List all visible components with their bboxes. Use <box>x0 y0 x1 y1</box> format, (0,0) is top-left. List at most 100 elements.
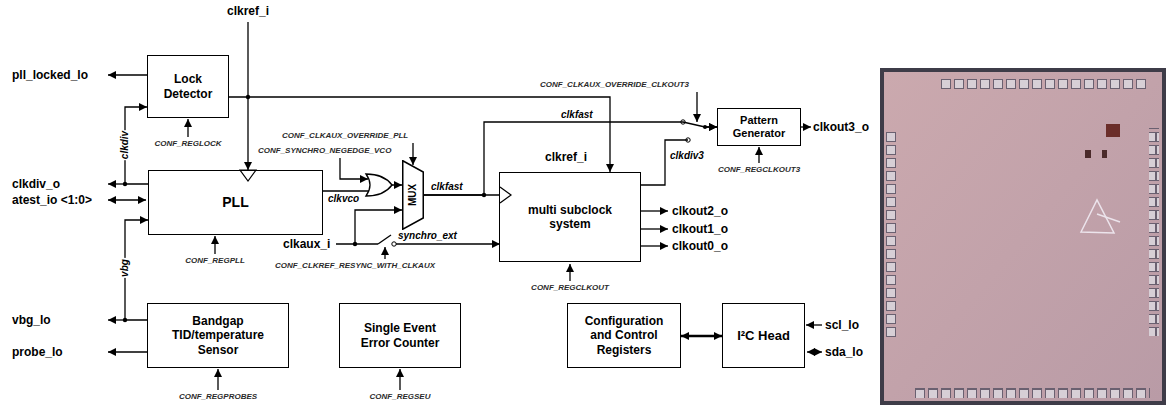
signal-wire <box>108 183 125 184</box>
signal-name: probe_lo <box>12 345 63 359</box>
config-arrow <box>214 236 215 254</box>
block-title: Bandgap TID/temperature Sensor <box>158 314 278 357</box>
config-register-name: CONF_REGCLKOUT3 <box>718 165 800 175</box>
connector-label: clkdiv <box>119 130 131 160</box>
config-arrow <box>758 147 759 163</box>
mux-symbol: MUX <box>402 160 424 230</box>
switch-lever <box>378 235 391 244</box>
signal-wire <box>355 210 402 244</box>
die-mark <box>1106 124 1120 137</box>
signal-connector <box>641 127 717 185</box>
pad-row <box>915 388 1150 398</box>
block-title: multi subclock system <box>510 203 630 232</box>
clock-input-symbol <box>240 170 256 181</box>
junction-dot <box>353 242 357 246</box>
interface-block: I²C Head <box>722 303 805 368</box>
signal-connector <box>424 122 717 195</box>
clock-system-block: multi subclock system <box>499 172 641 262</box>
signal-wire <box>108 199 146 200</box>
die-logo <box>1097 214 1120 222</box>
config-arrow <box>569 264 570 281</box>
connector-group <box>125 107 722 336</box>
connector-label: clkdiv3 <box>669 150 705 162</box>
connector-label: vbg <box>119 258 131 278</box>
signal-name: sda_lo <box>825 345 863 359</box>
signal-wire <box>396 243 500 244</box>
signal-wire <box>108 74 148 75</box>
wire-group <box>108 22 822 390</box>
block-title: PLL <box>222 194 248 211</box>
config-arrow <box>399 369 400 390</box>
die-mark <box>1085 150 1091 158</box>
config-arrow <box>384 247 385 259</box>
block-title: Single Event Error Counter <box>350 321 450 350</box>
config-arrow <box>412 143 413 165</box>
pll-block: PLL <box>148 170 323 235</box>
die-mark <box>1102 150 1107 158</box>
config-register-name: CONF_CLKREF_RESYNC_WITH_CLKAUX <box>275 261 435 271</box>
register-block: Configuration and Control Registers <box>567 303 681 368</box>
pad-row <box>941 79 1146 89</box>
die-surface <box>884 72 1162 401</box>
config-register-name: CONF_SYNCHRO_NEGEDGE_VCO <box>258 146 391 156</box>
counter-block: Single Event Error Counter <box>339 303 461 368</box>
mux-outline <box>403 161 424 230</box>
signal-wire <box>800 126 811 127</box>
switch-contact <box>392 242 396 246</box>
contact-group <box>392 120 690 246</box>
signal-connector <box>681 335 722 338</box>
connector-label: clkfast <box>430 181 464 193</box>
config-register-name: CONF_CLKAUX_OVERRIDE_PLL <box>282 131 408 141</box>
signal-wire <box>108 351 148 352</box>
signal-name: clkaux_i <box>283 237 330 251</box>
config-register-name: CONF_REGLOCK <box>154 139 221 149</box>
signal-name: pll_locked_lo <box>12 68 88 82</box>
config-register-name: CONF_REGPLL <box>185 256 245 266</box>
signal-connector <box>323 185 402 191</box>
config-arrow <box>696 92 697 122</box>
sensor-block: Bandgap TID/temperature Sensor <box>147 303 289 368</box>
signal-name: vbg_lo <box>12 313 51 327</box>
signal-wire <box>108 319 125 320</box>
signal-name: clkout3_o <box>813 120 869 134</box>
connector-label: clkvco <box>327 193 360 205</box>
config-arrow <box>340 158 368 179</box>
signal-name: scl_lo <box>825 318 859 332</box>
block-title: Pattern Generator <box>728 114 790 140</box>
config-register-name: CONF_REGPROBES <box>179 392 257 402</box>
junction-group <box>123 95 707 322</box>
signal-name: clkref_i <box>227 4 269 18</box>
connector-label: clkfast <box>560 109 594 121</box>
block-title: I²C Head <box>737 328 790 344</box>
or-gate-symbol <box>366 174 392 196</box>
signal-name: atest_io <1:0> <box>12 193 92 207</box>
config-register-name: CONF_CLKAUX_OVERRIDE_CLKOUT3 <box>540 80 689 90</box>
signal-name: clkout0_o <box>672 239 728 253</box>
config-register-name: CONF_REGSEU <box>370 392 431 402</box>
signal-wire <box>806 324 822 325</box>
config-arrow <box>187 119 188 137</box>
junction-dot <box>246 95 250 99</box>
config-register-name: CONF_REGCLKOUT <box>531 283 609 293</box>
pad-row <box>1149 128 1159 336</box>
block-title: Configuration and Control Registers <box>578 314 670 357</box>
generator-block: Pattern Generator <box>717 108 801 146</box>
block-title: Lock Detector <box>158 72 218 101</box>
signal-wire <box>640 228 668 229</box>
die-logo <box>1081 200 1114 233</box>
signal-name: synchro_ext <box>398 230 457 242</box>
signal-wire <box>640 210 668 211</box>
signal-name: clkout1_o <box>672 222 728 236</box>
signal-wire <box>228 97 610 172</box>
signal-name: clkout2_o <box>672 204 728 218</box>
config-arrow <box>217 369 218 390</box>
die-frame <box>880 68 1166 405</box>
pad-row <box>886 132 896 340</box>
clock-input-symbol <box>500 187 511 203</box>
block-title: MUX <box>407 184 419 206</box>
signal-wire <box>807 351 822 352</box>
signal-name: clkref_i <box>545 150 587 164</box>
signal-name: clkdiv_o <box>12 177 60 191</box>
die-photo <box>880 68 1166 405</box>
